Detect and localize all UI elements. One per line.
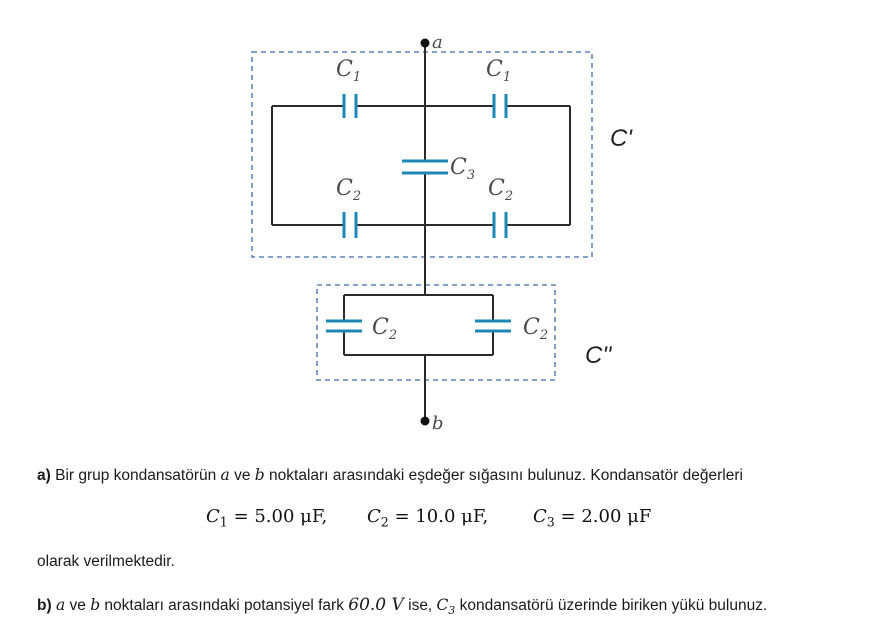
label-node-b: b bbox=[432, 413, 444, 434]
label-group-upper: C' bbox=[610, 125, 633, 152]
label-c1-right: C1 bbox=[486, 57, 511, 85]
question-b-label: b) bbox=[37, 597, 52, 614]
capacitor-c1-right bbox=[492, 94, 508, 118]
group-box-lower bbox=[316, 284, 556, 381]
label-node-a: a bbox=[432, 32, 443, 53]
equation-c1: C1 = 5.00 μF, bbox=[206, 506, 328, 530]
capacitor-c2-lower-right bbox=[475, 319, 511, 333]
question-b-text: b) a ve b noktaları arasındaki potansiye… bbox=[37, 595, 768, 618]
capacitor-c1-left bbox=[342, 94, 358, 118]
capacitor-c3 bbox=[402, 159, 448, 175]
label-c1-left: C1 bbox=[336, 57, 361, 85]
capacitor-c2-upper-right bbox=[492, 212, 508, 238]
equation-c2: C2 = 10.0 μF, bbox=[367, 506, 489, 530]
terminal-a-dot bbox=[420, 38, 430, 48]
label-c2-upper-right: C2 bbox=[488, 176, 513, 204]
label-c2-lower-right: C2 bbox=[523, 315, 548, 343]
circuit-diagram: a b C1 C1 C3 C2 C2 C2 C2 C' C'' bbox=[251, 32, 633, 434]
question-a-closing: olarak verilmektedir. bbox=[37, 553, 175, 570]
group-box-upper bbox=[251, 51, 593, 258]
equation-c3: C3 = 2.00 μF bbox=[533, 506, 652, 530]
label-c2-upper-left: C2 bbox=[336, 176, 361, 204]
capacitor-c2-lower-left bbox=[326, 319, 362, 333]
label-c2-lower-left: C2 bbox=[372, 315, 397, 343]
question-a-text: a) Bir grup kondansatörün a ve b noktala… bbox=[37, 466, 743, 484]
label-group-lower: C'' bbox=[585, 342, 613, 369]
label-c3: C3 bbox=[450, 155, 475, 183]
question-a-label: a) bbox=[37, 467, 51, 484]
terminal-b-dot bbox=[420, 416, 430, 426]
capacitor-c2-upper-left bbox=[342, 212, 358, 238]
